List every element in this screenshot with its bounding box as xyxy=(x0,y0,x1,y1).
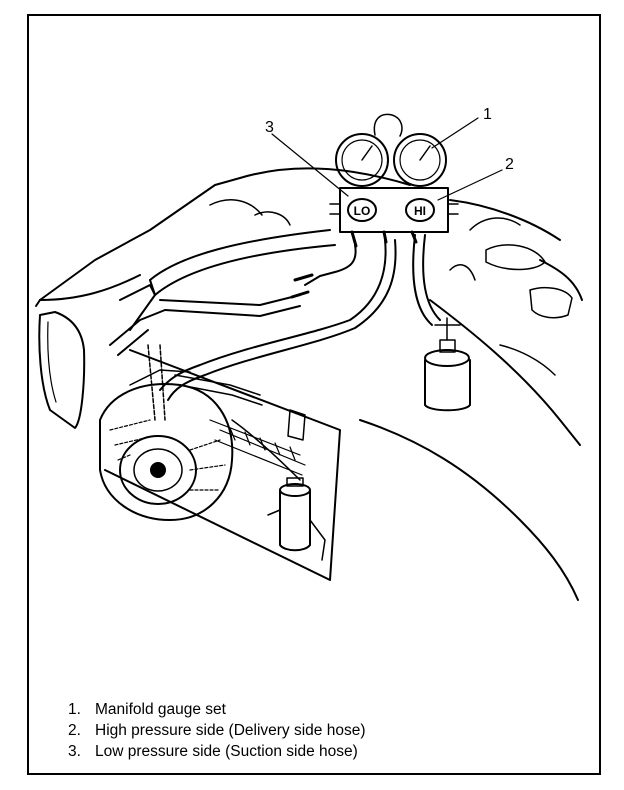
hoses xyxy=(109,229,441,481)
callout-1: 1 xyxy=(483,106,492,123)
high-gauge-label: HI xyxy=(414,204,426,218)
compressor xyxy=(99,369,234,521)
low-gauge-label: LO xyxy=(354,204,371,218)
legend-item: 1. Manifold gauge set xyxy=(68,699,366,720)
legend-item: 3. Low pressure side (Suction side hose) xyxy=(68,741,366,762)
legend-item-text: High pressure side (Delivery side hose) xyxy=(95,722,366,739)
legend-item-text: Low pressure side (Suction side hose) xyxy=(95,743,358,760)
legend-item-number: 2. xyxy=(68,722,81,739)
callout-2: 2 xyxy=(505,156,514,173)
headlight xyxy=(38,311,86,429)
legend-item-number: 1. xyxy=(68,701,81,718)
callout-3: 3 xyxy=(265,119,274,136)
diagram-frame xyxy=(27,14,601,775)
engine-bay-outline xyxy=(35,167,583,601)
legend: 1. Manifold gauge set 2. High pressure sid… xyxy=(68,699,366,762)
receiver-drier xyxy=(267,477,326,561)
refrigerant-can xyxy=(424,317,471,412)
legend-item-number: 3. xyxy=(68,743,81,760)
manifold-gauge-set xyxy=(329,113,459,248)
legend-item-text: Manifold gauge set xyxy=(95,701,226,718)
legend-item: 2. High pressure side (Delivery side hose… xyxy=(68,720,366,741)
leader-lines xyxy=(271,117,503,201)
